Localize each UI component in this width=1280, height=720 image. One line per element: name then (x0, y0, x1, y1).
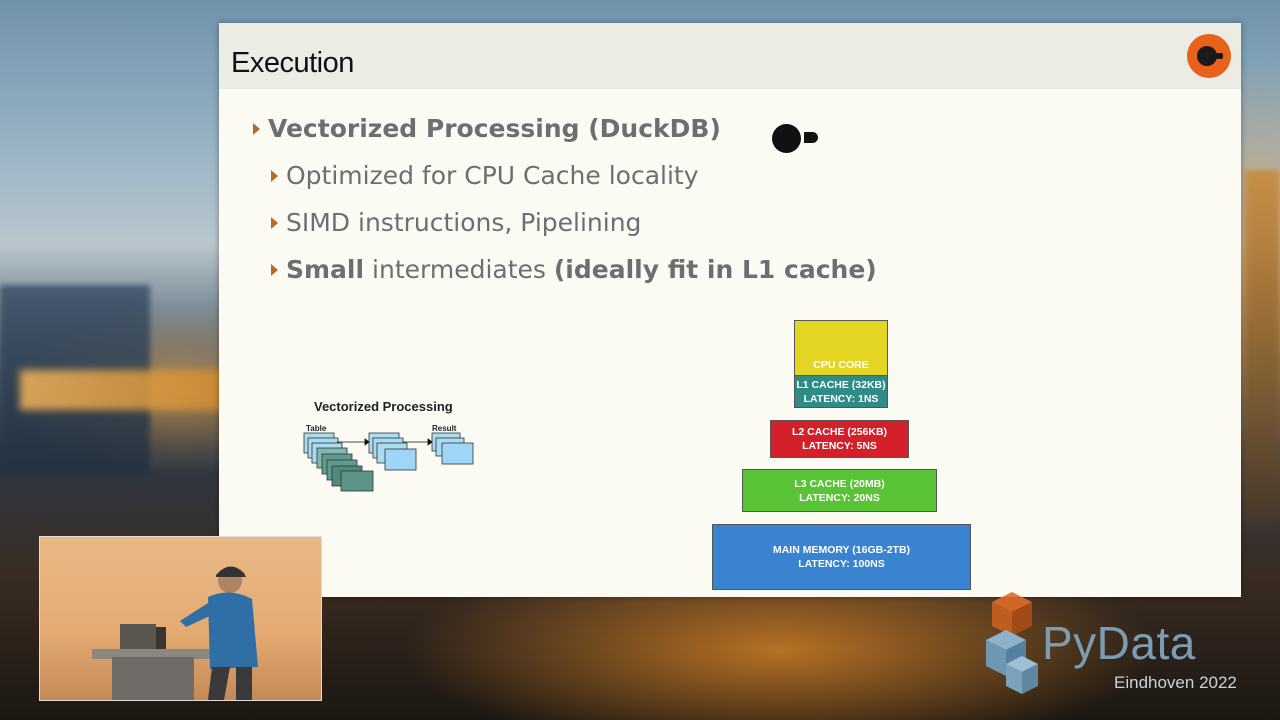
background-roof-light (20, 370, 230, 410)
event-name: PyData (1042, 617, 1196, 669)
bullet-marker-icon (271, 216, 278, 229)
vectorized-diagram-title: Vectorized Processing (314, 399, 453, 414)
main-memory-latency-label: LATENCY: 100NS (798, 558, 885, 570)
l3-latency-label: LATENCY: 20NS (799, 491, 880, 504)
bullet-vectorized-processing: Vectorized Processing (DuckDB) (253, 114, 721, 143)
l3-cache-label: L3 CACHE (20MB) (794, 477, 885, 490)
pydata-cube-logo-icon (986, 592, 1038, 694)
event-location: Eindhoven 2022 (1114, 673, 1237, 692)
l1-latency-label: LATENCY: 1NS (803, 392, 879, 405)
company-logo-icon (1187, 34, 1231, 78)
slide-title: Execution (231, 47, 354, 79)
bullet-text: SIMD instructions, Pipelining (286, 208, 642, 237)
vectorized-diagram-result-label: Result (432, 424, 457, 433)
l2-cache-label: L2 CACHE (256KB) (791, 426, 888, 438)
l1-cache-block: L1 CACHE (32KB) LATENCY: 1NS (794, 375, 888, 408)
bullet-text: Optimized for CPU Cache locality (286, 161, 699, 190)
speaker-video-frame (92, 566, 258, 700)
speaker-camera-inset (39, 536, 322, 701)
bullet-marker-icon (271, 263, 278, 276)
bullet-cache-locality: Optimized for CPU Cache locality (271, 161, 699, 190)
event-branding: PyData Eindhoven 2022 (984, 590, 1254, 700)
bullet-small-intermediates: Small intermediates (ideally fit in L1 c… (271, 255, 877, 284)
bullet-text-l1-note: (ideally fit in L1 cache) (553, 255, 877, 284)
bullet-text-small: Small (286, 255, 365, 284)
main-memory-block: MAIN MEMORY (16GB-2TB) LATENCY: 100NS (712, 524, 971, 590)
slide-header: Execution (219, 23, 1241, 89)
presentation-slide: Execution Vectorized Processing (DuckDB)… (219, 23, 1241, 597)
l2-cache-block: L2 CACHE (256KB) LATENCY: 5NS (770, 420, 909, 458)
background-building-right (1245, 170, 1280, 520)
l2-latency-label: LATENCY: 5NS (802, 440, 877, 452)
l1-cache-label: L1 CACHE (32KB) (796, 378, 886, 391)
bullet-text-intermediates: intermediates (364, 255, 554, 284)
bullet-text: Vectorized Processing (DuckDB) (268, 114, 721, 143)
main-memory-label: MAIN MEMORY (16GB-2TB) (772, 544, 911, 556)
vectorized-diagram-table-label: Table (306, 424, 327, 433)
cpu-core-block: CPU CORE (794, 320, 888, 375)
l3-cache-block: L3 CACHE (20MB) LATENCY: 20NS (742, 469, 937, 512)
bullet-marker-icon (271, 169, 278, 182)
bullet-simd: SIMD instructions, Pipelining (271, 208, 641, 237)
bullet-marker-icon (253, 122, 260, 135)
cpu-core-label: CPU CORE (813, 359, 869, 371)
vectorized-diagram-graphic (303, 432, 474, 492)
duckdb-logo-icon (772, 124, 822, 154)
